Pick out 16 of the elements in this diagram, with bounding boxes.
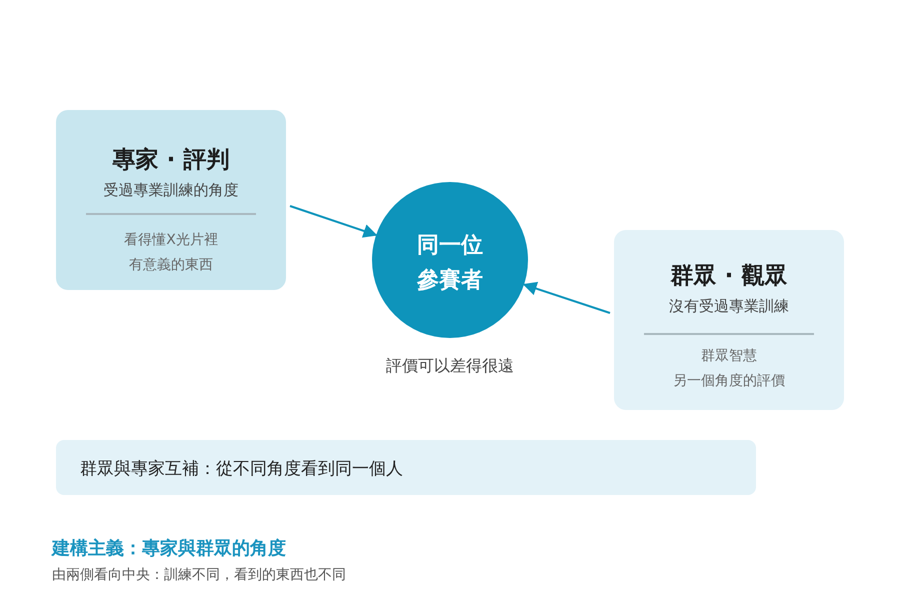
- caption: 由兩側看向中央：訓練不同，看到的東西也不同: [52, 566, 346, 584]
- circle-label: 同一位參賽者: [416, 232, 484, 296]
- audience-box: [614, 230, 844, 410]
- box-note: 看得懂X光片裡有意義的東西: [123, 231, 219, 274]
- arrow: [290, 205, 378, 238]
- box-heading: 群眾 · 觀眾: [669, 262, 788, 291]
- box-note: 群眾智慧另一個角度的評價: [672, 347, 786, 390]
- banner-text: 群眾與專家互補：從不同角度看到同一個人: [80, 458, 403, 481]
- arrow: [522, 282, 610, 314]
- box-subtitle: 受過專業訓練的角度: [102, 180, 240, 201]
- box-heading: 專家 · 評判: [112, 146, 230, 175]
- judge-box: [56, 110, 286, 290]
- title: 建構主義：專家與群眾的角度: [52, 537, 286, 560]
- box-subtitle: 沒有受過專業訓練: [668, 296, 790, 317]
- circle-caption: 評價可以差得很遠: [385, 356, 515, 377]
- summary-banner: [56, 440, 756, 495]
